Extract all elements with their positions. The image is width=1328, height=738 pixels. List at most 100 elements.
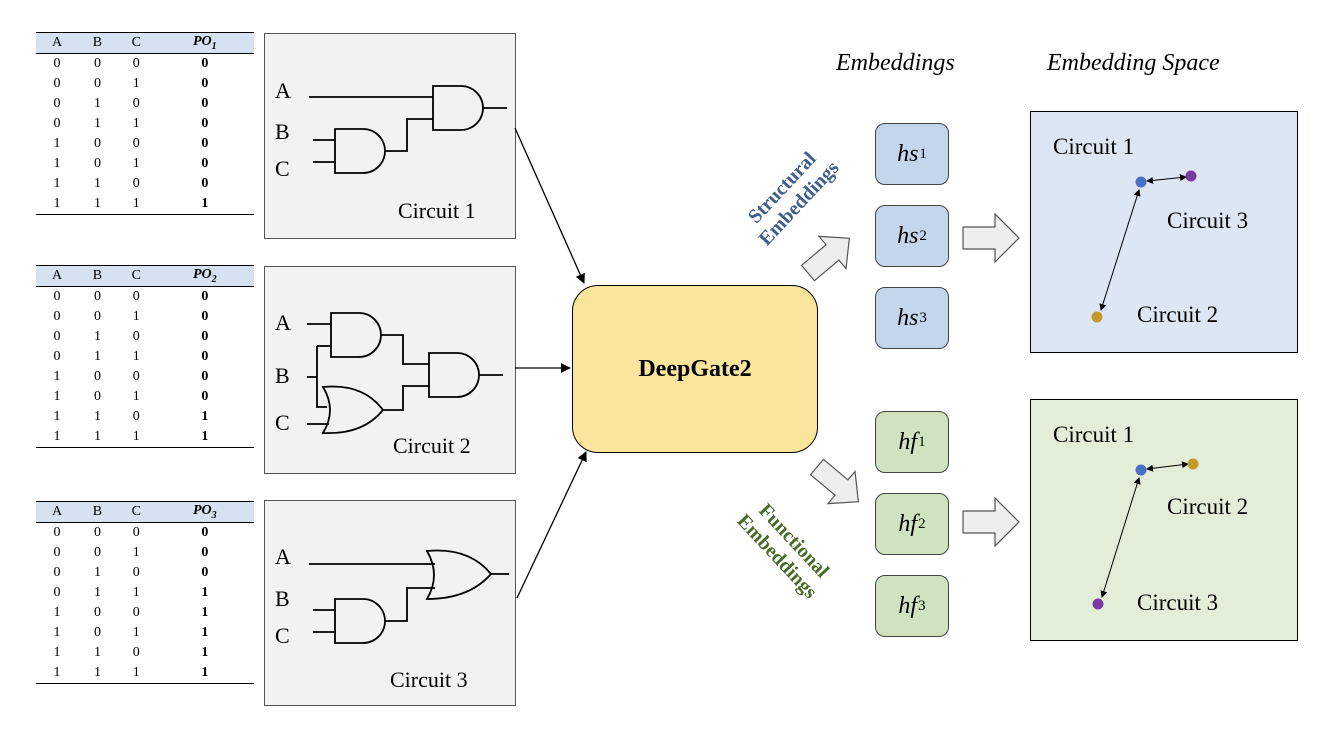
col-b: B (78, 265, 117, 287)
arrow-circuit-3 (516, 451, 587, 599)
input-cell: 1 (132, 545, 140, 560)
output-cell: 0 (201, 176, 209, 191)
output-cell: 1 (201, 625, 209, 640)
circuit-1-box: A B C Circuit 1 (264, 33, 516, 239)
input-cell: 0 (132, 56, 140, 71)
col-b: B (78, 32, 117, 54)
input-b-label: B (275, 363, 290, 388)
structural-space-plot (1091, 170, 1197, 323)
circuit-3-schematic (309, 549, 509, 644)
input-cell: 0 (93, 56, 101, 71)
input-cell: 0 (53, 116, 61, 131)
input-cell: 1 (93, 116, 101, 131)
deepgate2-model: DeepGate2 (572, 285, 818, 453)
input-cell: 0 (53, 545, 61, 560)
input-cell: 0 (93, 545, 101, 560)
and-gate (334, 128, 386, 174)
input-cell: 0 (53, 349, 61, 364)
input-cell: 0 (93, 309, 101, 324)
input-cell: 1 (116, 194, 156, 215)
output-cell: 1 (155, 427, 254, 448)
input-c-label: C (275, 156, 290, 181)
output-cell: 0 (201, 289, 209, 304)
output-cell: 0 (201, 545, 209, 560)
input-cell: 0 (93, 389, 101, 404)
col-a: A (36, 501, 79, 523)
table-row: 0 0 1 0 (36, 543, 254, 563)
input-cell: 0 (53, 329, 61, 344)
input-cell: 1 (93, 176, 101, 191)
input-cell: 1 (36, 663, 79, 684)
input-cell: 1 (53, 605, 61, 620)
input-cell: 0 (53, 56, 61, 71)
space-label-circuit-1: Circuit 1 (1053, 134, 1135, 159)
input-cell: 1 (93, 565, 101, 580)
output-cell: 0 (201, 96, 209, 111)
col-a: A (36, 32, 79, 54)
output-cell: 0 (201, 56, 209, 71)
output-cell: 0 (201, 156, 209, 171)
input-cell: 1 (53, 409, 61, 424)
input-cell: 0 (93, 136, 101, 151)
output-cell: 0 (201, 389, 209, 404)
input-cell: 1 (116, 663, 156, 684)
space-label-circuit-1: Circuit 1 (1053, 422, 1135, 447)
output-cell: 0 (201, 369, 209, 384)
embeddings-header: Embeddings (836, 50, 955, 76)
col-c: C (116, 265, 156, 287)
output-cell: 0 (201, 329, 209, 344)
input-cell: 1 (78, 663, 117, 684)
input-cell: 0 (93, 289, 101, 304)
input-cell: 0 (132, 645, 140, 660)
input-cell: 1 (36, 194, 79, 215)
structural-embedding-space: Circuit 1 Circuit 3 Circuit 2 (1030, 111, 1298, 353)
circuit-3-point (1092, 598, 1104, 610)
input-cell: 0 (53, 96, 61, 111)
output-cell: 1 (155, 663, 254, 684)
block-arrow-to-functional-space (962, 496, 1020, 548)
circuit-1-point (1135, 176, 1147, 188)
input-cell: 0 (132, 409, 140, 424)
input-cell: 1 (93, 329, 101, 344)
input-cell: 0 (93, 525, 101, 540)
circuit-3-point (1185, 170, 1197, 182)
input-cell: 1 (53, 156, 61, 171)
input-cell: 0 (132, 329, 140, 344)
output-cell: 0 (201, 116, 209, 131)
input-cell: 1 (132, 389, 140, 404)
input-cell: 1 (132, 349, 140, 364)
input-cell: 0 (132, 176, 140, 191)
input-cell: 1 (53, 625, 61, 640)
embedding-space-header: Embedding Space (1047, 50, 1220, 76)
functional-embedding-space: Circuit 1 Circuit 2 Circuit 3 (1030, 399, 1298, 641)
space-label-circuit-3: Circuit 3 (1167, 208, 1249, 233)
input-cell: 1 (132, 309, 140, 324)
input-cell: 0 (132, 525, 140, 540)
input-cell: 0 (93, 76, 101, 91)
input-cell: 0 (53, 309, 61, 324)
col-c: C (116, 501, 156, 523)
input-cell: 1 (78, 194, 117, 215)
space-label-circuit-2: Circuit 2 (1137, 302, 1219, 327)
and-gate (330, 312, 382, 358)
input-cell: 0 (132, 565, 140, 580)
input-cell: 0 (53, 585, 61, 600)
input-b-label: B (275, 119, 290, 144)
col-po: PO1 (155, 32, 254, 54)
output-cell: 0 (201, 136, 209, 151)
